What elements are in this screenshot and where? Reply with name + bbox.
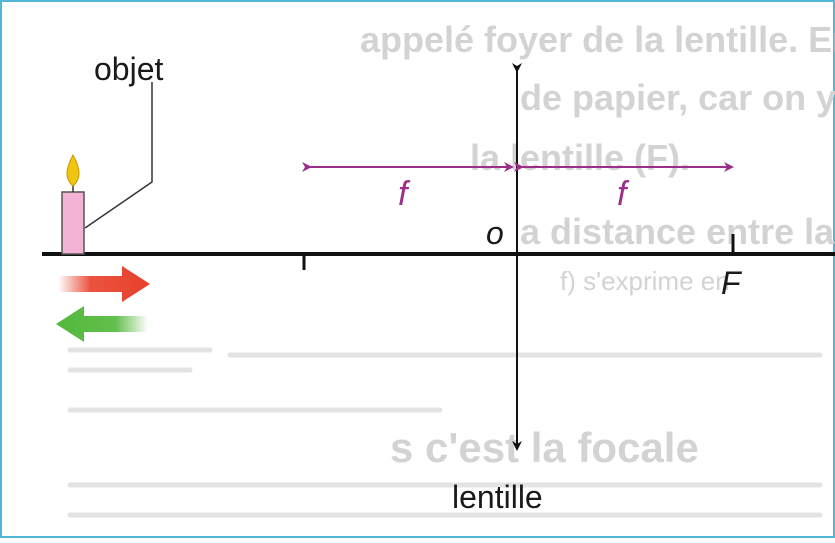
lens-label: lentille (452, 479, 543, 515)
bleed-line: a distance entre la lentille et le (520, 211, 835, 252)
candle-body (61, 191, 85, 255)
object-leader-line (84, 82, 153, 229)
bleed-line: appelé foyer de la lentille. En (360, 19, 835, 60)
flame-icon (66, 153, 80, 187)
bleed-line: de papier, car on y concentre l'én (520, 77, 835, 118)
bleed-line: la lentille (F). (470, 137, 690, 178)
red-arrow-right-icon (58, 266, 150, 302)
bleed-line: s c'est la focale (390, 424, 699, 471)
center-label: o (486, 215, 504, 251)
object-label: objet (94, 51, 164, 87)
green-arrow-left-icon (56, 306, 148, 342)
bleed-through-strokes (67, 347, 823, 518)
bleed-line: f) s'exprime en (560, 266, 730, 296)
focus-label: F (721, 265, 743, 301)
